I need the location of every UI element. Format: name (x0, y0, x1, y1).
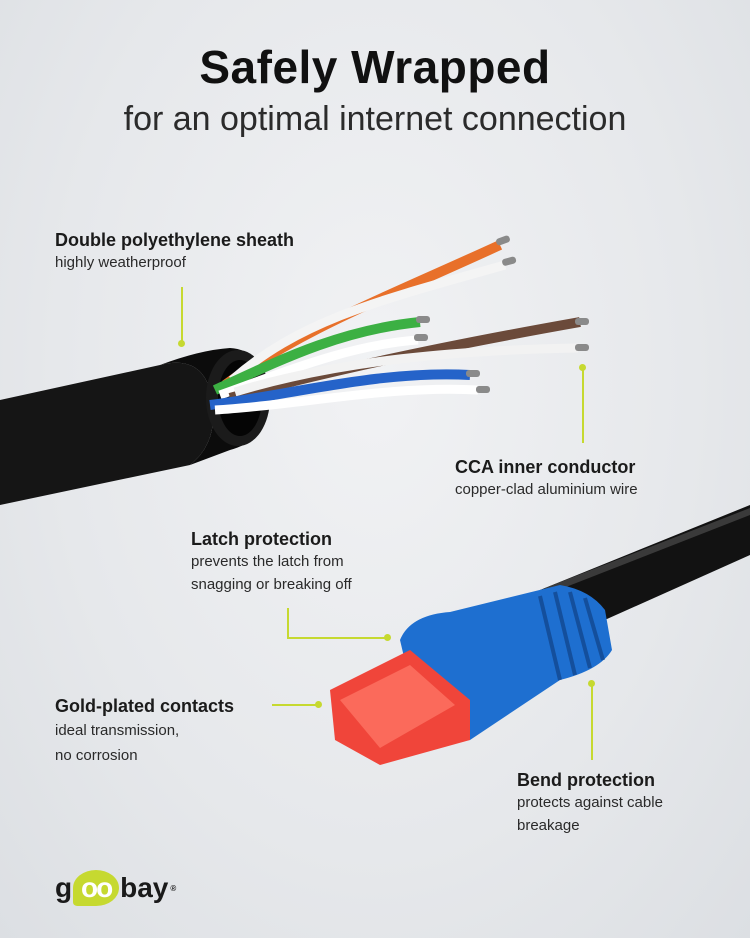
callout-heading: Double polyethylene sheath (55, 230, 295, 250)
callout-description: protects against cable (517, 794, 663, 811)
callout-heading: CCA inner conductor (455, 457, 636, 477)
callout-heading: Bend protection (517, 770, 655, 790)
rj45-connector-illustration (330, 505, 750, 765)
logo-bubble-icon: oo (73, 870, 120, 906)
logo-text-left: g (55, 872, 73, 903)
callout-description: highly weatherproof (55, 254, 186, 271)
latch-callout-dot (384, 634, 391, 641)
callout-description: prevents the latch from (191, 553, 344, 570)
callout-sheath: Double polyethylene sheath highly weathe… (55, 229, 294, 274)
logo-text-right: bay (120, 872, 169, 903)
page-subtitle: for an optimal internet connection (123, 100, 627, 138)
goobay-logo: g oo bay ® (55, 870, 176, 906)
callout-description: no corrosion (55, 747, 138, 764)
callout-conductor: CCA inner conductor copper-clad aluminiu… (455, 456, 638, 501)
bend-callout-line (591, 684, 593, 760)
callout-latch: Latch protection prevents the latch from… (191, 528, 352, 596)
page-title: Safely Wrapped (199, 41, 551, 93)
registered-mark: ® (170, 883, 177, 893)
callout-heading: Latch protection (191, 529, 333, 549)
callout-description: ideal transmission, (55, 722, 180, 739)
callout-heading: Gold-plated contacts (55, 696, 235, 716)
conductor-callout-line (582, 368, 584, 443)
bend-callout-dot (588, 680, 595, 687)
contacts-callout-dot (315, 701, 322, 708)
latch-callout-line-vertical (287, 608, 289, 638)
latch-callout-line-horizontal (287, 637, 387, 639)
conductor-callout-dot (579, 364, 586, 371)
sheath-callout-line (181, 287, 183, 342)
sheath-callout-dot (178, 340, 185, 347)
callout-bend: Bend protection protects against cable b… (517, 769, 663, 837)
sheathed-cable-illustration (0, 235, 589, 505)
callout-description: snagging or breaking off (191, 576, 352, 593)
callout-description: copper-clad aluminium wire (455, 481, 638, 498)
callout-description: breakage (517, 817, 580, 834)
callout-contacts: Gold-plated contacts ideal transmission,… (55, 695, 234, 767)
contacts-callout-line (272, 704, 317, 706)
